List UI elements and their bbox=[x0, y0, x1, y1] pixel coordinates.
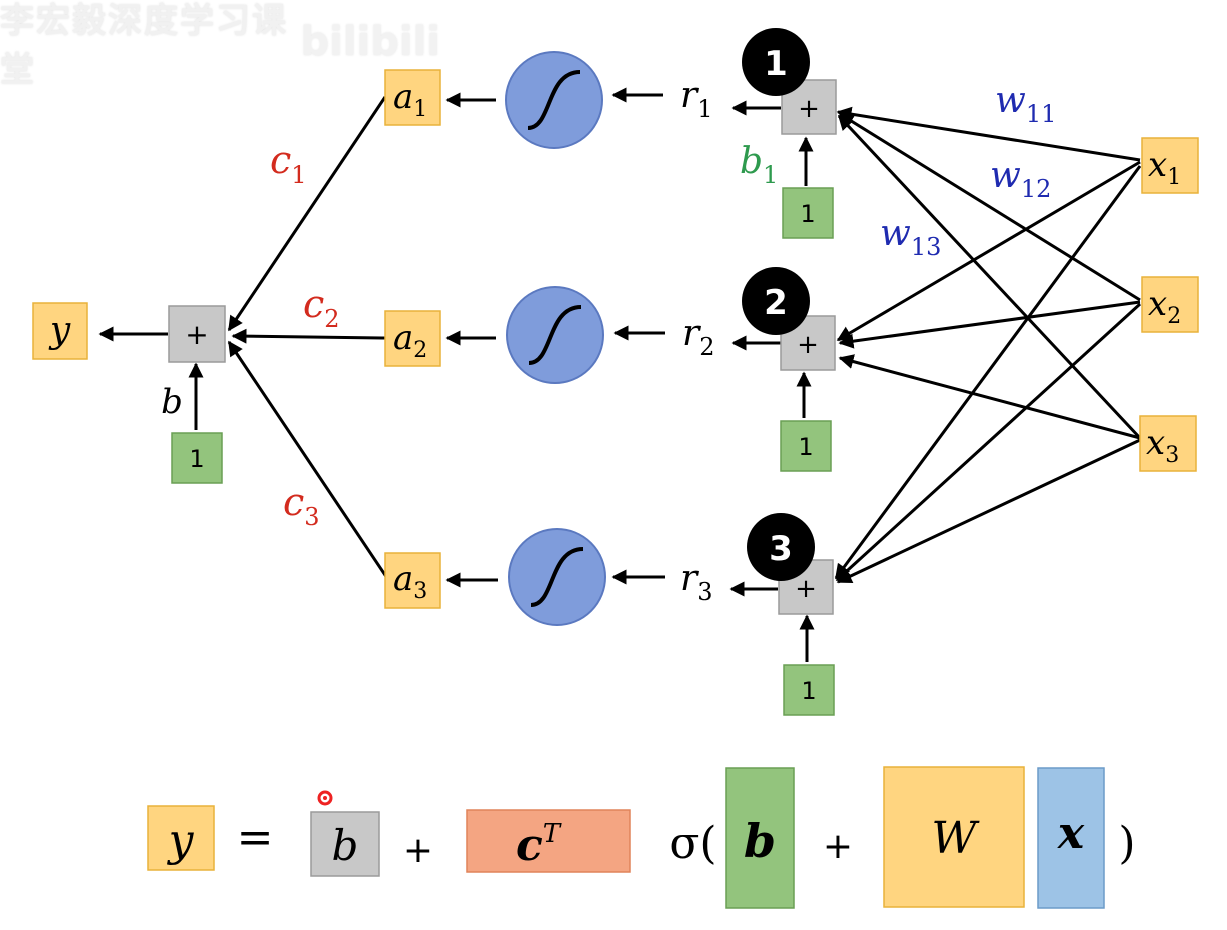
r-labels: r1 r2 r3 bbox=[680, 75, 715, 606]
neuron-badge-2: 2 bbox=[742, 267, 810, 335]
output-y-label: y bbox=[48, 310, 71, 351]
input-x2: x2 bbox=[1141, 276, 1199, 333]
c-labels: c1 c2 c3 bbox=[270, 138, 340, 531]
formula-y-box bbox=[147, 805, 215, 871]
activation-a1: a1 bbox=[384, 69, 441, 126]
svg-text:1: 1 bbox=[800, 200, 815, 228]
bilibili-logo: bilibili bbox=[300, 19, 440, 65]
hidden-bias-one-1: 1 bbox=[782, 187, 834, 239]
formula-W: W bbox=[931, 813, 980, 864]
formula-close-paren: ) bbox=[1118, 818, 1135, 869]
r1-label: r1 bbox=[680, 75, 713, 123]
svg-text:1: 1 bbox=[801, 677, 816, 705]
formula-b: b bbox=[332, 821, 359, 870]
sigmoid-node-1 bbox=[505, 51, 603, 149]
formula-plus-2: + bbox=[823, 826, 853, 867]
formula-c: cT bbox=[516, 819, 562, 871]
formula-W-box bbox=[883, 766, 1025, 908]
matrix-formula: y = b + cT σ( b + W x ) bbox=[147, 766, 1136, 909]
cursor-pointer-icon bbox=[317, 790, 333, 806]
input-x3: x3 bbox=[1139, 415, 1197, 472]
svg-text:a1: a1 bbox=[393, 77, 427, 122]
hidden-chain-edges bbox=[445, 87, 815, 662]
formula-x-box bbox=[1037, 767, 1105, 909]
c1-label: c1 bbox=[270, 138, 307, 189]
hidden-sum-1: + bbox=[781, 79, 837, 135]
formula-y: y bbox=[167, 815, 195, 866]
activation-a3: a3 bbox=[384, 552, 441, 609]
hidden-bias-one-3: 1 bbox=[783, 664, 835, 716]
sigmoid-curve-icon bbox=[528, 305, 582, 365]
formula-sigma: σ( bbox=[669, 818, 716, 869]
formula-b-box bbox=[310, 811, 380, 877]
svg-text:3: 3 bbox=[769, 529, 793, 569]
final-bias-one: 1 bbox=[171, 432, 223, 484]
svg-text:x2: x2 bbox=[1148, 284, 1181, 329]
formula-x: x bbox=[1057, 808, 1085, 859]
input-weight-edges bbox=[834, 106, 1142, 584]
w12-label: w12 bbox=[990, 155, 1051, 203]
final-sum-node: + bbox=[168, 305, 226, 363]
svg-text:x1: x1 bbox=[1148, 145, 1181, 190]
neuron-badge-1: 1 bbox=[742, 28, 810, 96]
activation-a2: a2 bbox=[384, 310, 441, 367]
c2-label: c2 bbox=[303, 282, 340, 333]
input-x1: x1 bbox=[1141, 137, 1199, 194]
w13-label: w13 bbox=[880, 213, 941, 261]
formula-b-vector-box bbox=[725, 767, 795, 909]
svg-text:1: 1 bbox=[798, 433, 813, 461]
svg-text:x3: x3 bbox=[1146, 423, 1179, 468]
c3-label: c3 bbox=[283, 480, 320, 531]
r2-label: r2 bbox=[682, 313, 715, 361]
output-node-y: y bbox=[32, 302, 88, 360]
hidden-bias-one-2: 1 bbox=[780, 420, 832, 472]
svg-text:+: + bbox=[795, 574, 817, 604]
final-bias-label: b bbox=[161, 382, 183, 422]
w11-label: w11 bbox=[995, 80, 1056, 128]
formula-equals: = bbox=[237, 812, 274, 863]
formula-plus-1: + bbox=[403, 830, 433, 871]
neuron-badge-3: 3 bbox=[747, 513, 815, 581]
b1-label: b1 bbox=[740, 141, 778, 189]
watermark: 李宏毅深度学习课堂 bilibili bbox=[0, 1, 440, 90]
watermark-text: 李宏毅深度学习课堂 bbox=[0, 1, 288, 90]
output-edges bbox=[98, 96, 389, 579]
r3-label: r3 bbox=[680, 558, 713, 606]
svg-text:1: 1 bbox=[764, 44, 788, 84]
formula-c-box bbox=[466, 809, 631, 873]
w-labels: w11 w12 w13 bbox=[880, 80, 1056, 261]
svg-text:a3: a3 bbox=[393, 559, 427, 604]
svg-text:1: 1 bbox=[189, 445, 204, 473]
sigmoid-node-3 bbox=[508, 528, 606, 626]
sigmoid-node-2 bbox=[506, 286, 604, 384]
svg-text:2: 2 bbox=[764, 283, 788, 323]
svg-text:+: + bbox=[797, 330, 819, 360]
formula-b-vector: b bbox=[744, 814, 776, 868]
sigmoid-curve-icon bbox=[527, 70, 581, 130]
svg-text:+: + bbox=[798, 94, 820, 124]
sigmoid-curve-icon bbox=[530, 547, 584, 607]
svg-text:a2: a2 bbox=[393, 318, 427, 363]
final-sum-op: + bbox=[185, 318, 208, 351]
